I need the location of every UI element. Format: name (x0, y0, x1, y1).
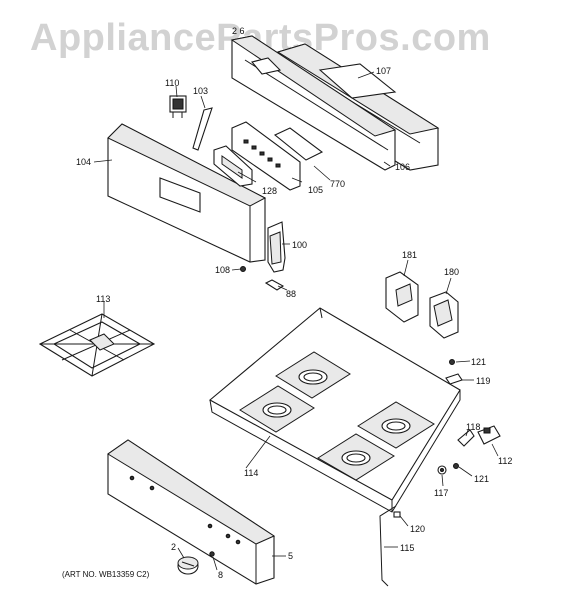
callout-104: 104 (76, 157, 91, 167)
tube-115 (379, 505, 397, 587)
callout-110: 110 (165, 78, 179, 88)
leader-lines (93, 71, 499, 571)
callout-103: 103 (193, 86, 208, 96)
callout-118: 118 (466, 422, 480, 432)
knob-2 (177, 556, 199, 575)
trim-770 (273, 127, 324, 161)
burner-well-rear-left (275, 351, 351, 399)
cooktop-114 (209, 307, 461, 513)
igniter-112 (477, 425, 501, 445)
screw-121-upper (449, 359, 455, 365)
callout-120: 120 (410, 524, 425, 534)
callout-88: 88 (286, 289, 296, 299)
burner-well-front-right (317, 433, 395, 481)
callout-181: 181 (402, 250, 417, 260)
screw-121-lower (453, 463, 459, 469)
clock-128 (213, 145, 253, 187)
callout-8: 8 (218, 570, 223, 580)
callout-5: 5 (288, 551, 293, 561)
washer-117 (437, 465, 447, 475)
clip-119 (445, 373, 463, 385)
bracket-103 (192, 107, 213, 151)
control-panel-104 (107, 123, 267, 263)
callout-180: 180 (444, 267, 459, 277)
switch-110 (169, 95, 187, 118)
bracket-181 (385, 271, 419, 323)
rear-panel-106 (230, 35, 397, 171)
callout-121-upper: 121 (471, 357, 486, 367)
callout-114: 114 (244, 468, 258, 478)
callout-113: 113 (96, 294, 110, 304)
callout-106: 106 (395, 162, 410, 172)
art-number: (ART NO. WB13359 C2) (62, 570, 150, 579)
callout-labels: 2 6 107 110 103 104 106 770 105 128 100 … (76, 26, 512, 580)
clock-panel-105 (231, 121, 301, 191)
burner-grate-113 (38, 313, 156, 377)
callout-115: 115 (400, 543, 414, 553)
screw-108 (240, 266, 246, 272)
callout-112: 112 (498, 456, 512, 466)
callout-top: 2 6 (232, 26, 245, 36)
callout-100: 100 (292, 240, 307, 250)
burner-well-rear-right (357, 401, 435, 449)
screw-8 (209, 551, 215, 557)
clip-120 (393, 511, 401, 518)
burner-well-front-left (239, 385, 315, 433)
callout-117: 117 (434, 488, 448, 498)
manifold-panel-5 (107, 439, 276, 585)
bracket-180 (429, 291, 459, 339)
callout-121-lower: 121 (474, 474, 489, 484)
callout-119: 119 (476, 376, 490, 386)
bracket-118 (457, 429, 475, 447)
callout-770: 770 (330, 179, 345, 189)
callout-107: 107 (376, 66, 391, 76)
callout-105: 105 (308, 185, 323, 195)
end-cap-100 (267, 221, 286, 273)
callout-108: 108 (215, 265, 230, 275)
callout-2: 2 (171, 542, 176, 552)
callout-128: 128 (262, 186, 277, 196)
spacer-88 (264, 279, 285, 291)
